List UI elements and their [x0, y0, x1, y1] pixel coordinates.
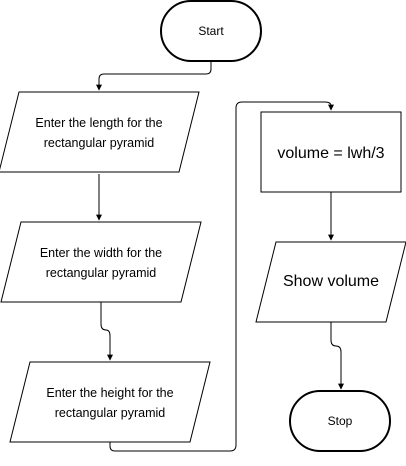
stop-label: Stop — [328, 414, 353, 428]
start-label: Start — [198, 24, 224, 38]
input-height-parallelogram: Enter the height for the rectangular pyr… — [9, 361, 211, 443]
process-volume-label: volume = lwh/3 — [277, 145, 384, 162]
connector-start-to-length — [96, 61, 212, 91]
input-width-parallelogram: Enter the width for the rectangular pyra… — [0, 221, 202, 303]
input-length-parallelogram: Enter the length for the rectangular pyr… — [0, 91, 200, 173]
output-volume-parallelogram: Show volume — [255, 241, 406, 323]
connector-height-to-volume — [109, 101, 334, 452]
input-length-line1: Enter the length for the — [35, 116, 162, 130]
start-terminal: Start — [160, 0, 262, 62]
input-width-line2: rectangular pyramid — [46, 266, 157, 280]
input-height-line1: Enter the height for the — [46, 386, 173, 400]
stop-terminal: Stop — [289, 390, 391, 452]
connector-show-to-stop — [330, 322, 344, 390]
process-volume-box: volume = lwh/3 — [260, 111, 402, 193]
connector-width-to-height — [100, 302, 113, 361]
input-length-line2: rectangular pyramid — [44, 136, 155, 150]
input-width-line1: Enter the width for the — [40, 246, 162, 260]
output-volume-label: Show volume — [283, 273, 379, 290]
input-height-line2: rectangular pyramid — [55, 406, 166, 420]
